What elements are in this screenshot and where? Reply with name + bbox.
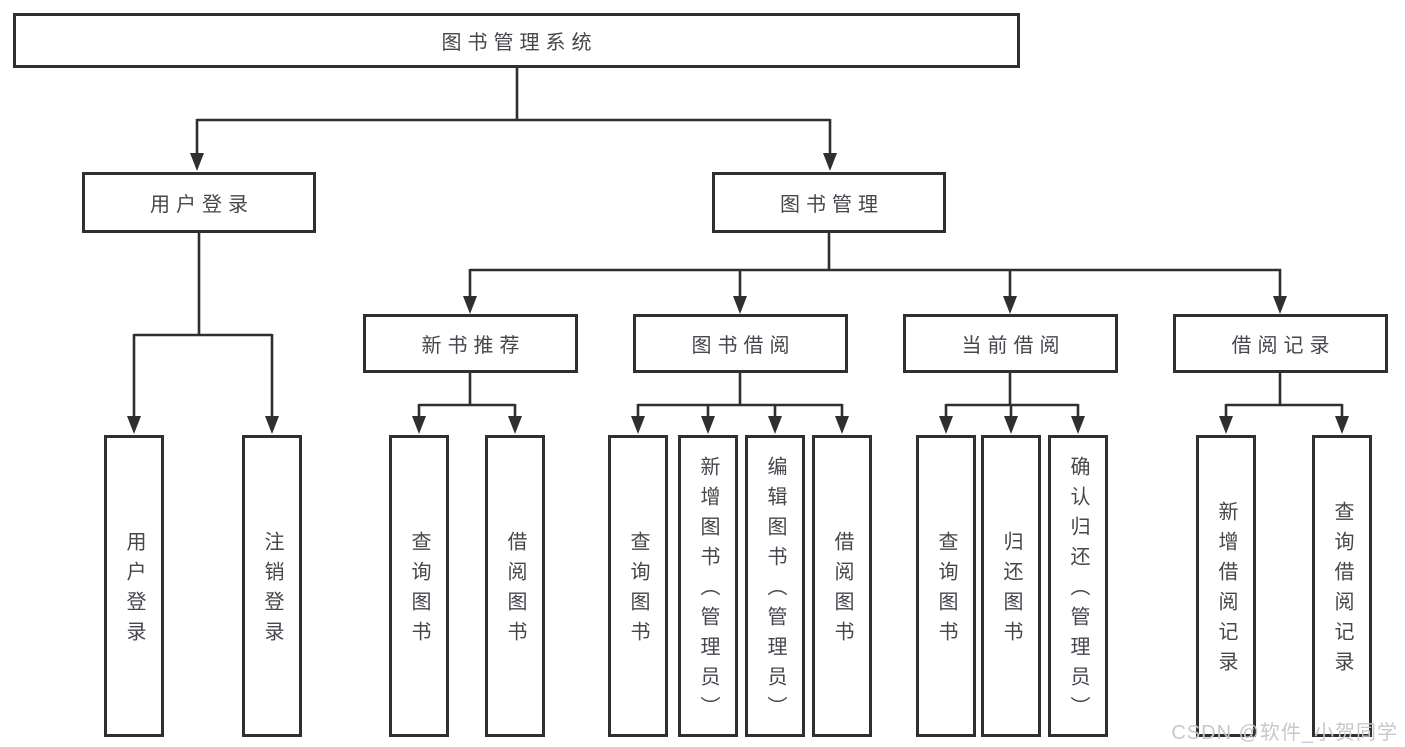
leaf-query-book-current: 查询图书 — [916, 435, 976, 737]
leaf-label: 用户登录 — [123, 531, 145, 651]
node-book-management: 图书管理 — [712, 172, 946, 233]
leaf-label: 查询图书 — [935, 531, 957, 651]
node-label: 用户登录 — [150, 194, 254, 216]
node-book-borrow: 图书借阅 — [633, 314, 848, 373]
leaf-label: 确认归还（管理员） — [1067, 456, 1089, 726]
leaf-label: 注销登录 — [261, 531, 283, 651]
leaf-label: 借阅图书 — [831, 531, 853, 651]
leaf-label: 查询借阅记录 — [1331, 501, 1353, 681]
node-new-book-recommend: 新书推荐 — [363, 314, 578, 373]
node-label: 图书管理 — [780, 194, 884, 216]
leaf-user-login: 用户登录 — [104, 435, 164, 737]
leaf-return-book: 归还图书 — [981, 435, 1041, 737]
node-label: 图书借阅 — [691, 335, 796, 357]
leaf-label: 归还图书 — [1000, 531, 1022, 651]
node-label: 当前借阅 — [961, 335, 1066, 357]
leaf-label: 新增图书（管理员） — [697, 456, 719, 726]
leaf-borrow-book-recommend: 借阅图书 — [485, 435, 545, 737]
node-label: 图书管理系统 — [441, 32, 598, 54]
node-label: 借阅记录 — [1231, 335, 1336, 357]
leaf-borrow-book: 借阅图书 — [812, 435, 872, 737]
leaf-add-borrow-record: 新增借阅记录 — [1196, 435, 1256, 737]
node-borrow-record: 借阅记录 — [1173, 314, 1388, 373]
leaf-edit-book-admin: 编辑图书（管理员） — [745, 435, 805, 737]
leaf-query-book-borrow: 查询图书 — [608, 435, 668, 737]
leaf-confirm-return-admin: 确认归还（管理员） — [1048, 435, 1108, 737]
leaf-logout: 注销登录 — [242, 435, 302, 737]
leaf-label: 新增借阅记录 — [1215, 501, 1237, 681]
arrowheads — [127, 153, 1349, 434]
node-root-system: 图书管理系统 — [13, 13, 1020, 68]
leaf-label: 查询图书 — [408, 531, 430, 651]
node-current-borrow: 当前借阅 — [903, 314, 1118, 373]
leaf-query-borrow-record: 查询借阅记录 — [1312, 435, 1372, 737]
node-label: 新书推荐 — [421, 335, 526, 357]
leaf-add-book-admin: 新增图书（管理员） — [678, 435, 738, 737]
node-user-login: 用户登录 — [82, 172, 316, 233]
leaf-label: 借阅图书 — [504, 531, 526, 651]
csdn-watermark: CSDN @软件_小贺同学 — [1171, 722, 1398, 744]
leaf-query-book-recommend: 查询图书 — [389, 435, 449, 737]
leaf-label: 查询图书 — [627, 531, 649, 651]
leaf-label: 编辑图书（管理员） — [764, 456, 786, 726]
